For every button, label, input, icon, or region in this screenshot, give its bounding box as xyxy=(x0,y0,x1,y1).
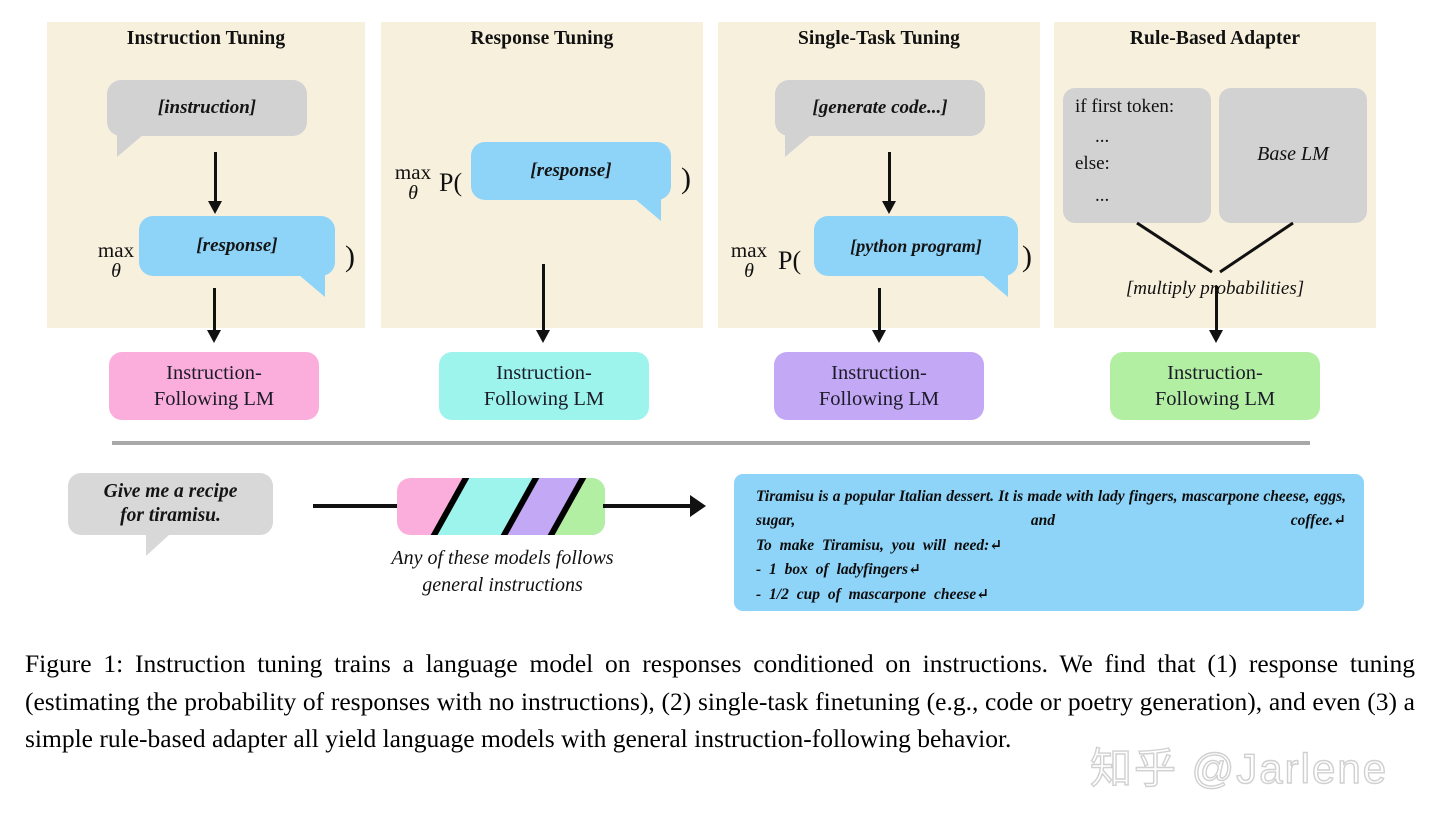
rule-code-box: if first token: ... else: ... xyxy=(1063,88,1211,223)
base-lm-label: Base LM xyxy=(1257,143,1329,165)
section-divider xyxy=(112,441,1310,445)
response-bubble: [response] xyxy=(471,142,671,221)
max-label: max xyxy=(97,238,135,262)
arrow-down-to-lm-2 xyxy=(871,288,887,344)
arrow-down-instruction-to-response xyxy=(207,152,223,214)
mixed-models-box xyxy=(397,478,605,535)
theta-label: θ xyxy=(744,260,754,282)
mix-caption-line2: general instructions xyxy=(422,574,583,596)
theta-label: θ xyxy=(408,182,418,204)
panel-instruction-tuning: Instruction Tuning [instruction] max θ P… xyxy=(47,22,365,328)
question-line2: for tiramisu. xyxy=(120,505,221,526)
theta-label: θ xyxy=(111,260,121,282)
rule-line-3: ... xyxy=(1095,185,1110,206)
rule-line-0: if first token: xyxy=(1075,96,1175,117)
flow-line-left xyxy=(313,504,401,508)
lm-box-line1: Instruction- xyxy=(166,361,262,384)
lm-box-line2: Following LM xyxy=(1154,388,1276,410)
arrow-down-to-lm-0 xyxy=(206,288,222,344)
lm-box-1: Instruction- Following LM xyxy=(439,352,649,420)
p-open-paren: P( xyxy=(439,168,463,197)
panel-title: Instruction Tuning xyxy=(126,28,286,49)
panel-title: Single-Task Tuning xyxy=(797,28,961,49)
base-lm-box: Base LM xyxy=(1219,88,1367,223)
figure-caption: Figure 1: Instruction tuning trains a la… xyxy=(25,649,1415,754)
arrow-down-instruction-to-response xyxy=(881,152,897,214)
merge-lines xyxy=(1136,221,1294,274)
max-label: max xyxy=(394,160,432,184)
max-label: max xyxy=(730,238,768,262)
lm-box-0: Instruction- Following LM xyxy=(109,352,319,420)
max-theta-label: max θ xyxy=(722,238,776,282)
response-bubble: [python program] xyxy=(814,216,1018,297)
rule-line-2: else: xyxy=(1075,153,1110,174)
panel-title: Response Tuning xyxy=(470,28,614,49)
panel-title: Rule-Based Adapter xyxy=(1129,28,1301,49)
question-line1: Give me a recipe xyxy=(103,480,238,502)
answer-line-1: To make Tiramisu, you will need:↵ xyxy=(756,536,1003,554)
p-close-paren: ) xyxy=(681,162,691,195)
lm-box-line2: Following LM xyxy=(818,388,940,410)
mix-caption: Any of these models follows general inst… xyxy=(360,545,645,599)
answer-line-3: - 1/2 cup of mascarpone cheese↵ xyxy=(756,585,990,603)
arrow-down-to-lm-1 xyxy=(535,264,551,344)
lm-box-line2: Following LM xyxy=(483,388,605,410)
p-close-paren: ) xyxy=(345,240,355,273)
lm-box-line1: Instruction- xyxy=(1167,361,1263,384)
max-theta-label: max θ xyxy=(89,238,143,282)
model-answer-box: Tiramisu is a popular Italian dessert. I… xyxy=(734,474,1364,611)
instruction-bubble: [generate code...] xyxy=(775,80,985,157)
lm-box-3: Instruction- Following LM xyxy=(1110,352,1320,420)
mixed-models-bands xyxy=(397,478,605,535)
response-bubble: [response] xyxy=(139,216,335,297)
flow-arrow-head xyxy=(690,495,706,517)
answer-line-2: - 1 box of ladyfingers↵ xyxy=(756,561,922,579)
lm-box-2: Instruction- Following LM xyxy=(774,352,984,420)
answer-line-0: Tiramisu is a popular Italian dessert. I… xyxy=(756,488,1346,530)
flow-line-right xyxy=(603,504,693,508)
lm-box-line1: Instruction- xyxy=(496,361,592,384)
max-theta-label: max θ xyxy=(386,160,440,204)
panel-rule-based-adapter: Rule-Based Adapter if first token: ... e… xyxy=(1054,22,1376,328)
p-close-paren: ) xyxy=(1022,240,1032,273)
lm-box-line1: Instruction- xyxy=(831,361,927,384)
mix-caption-line1: Any of these models follows xyxy=(391,547,614,569)
lm-box-line2: Following LM xyxy=(153,388,275,410)
p-open-paren: P( xyxy=(778,246,802,275)
panel-single-task-tuning: Single-Task Tuning [generate code...] ma… xyxy=(718,22,1040,328)
user-question-bubble: Give me a recipe for tiramisu. xyxy=(68,473,273,556)
rule-line-1: ... xyxy=(1095,126,1110,147)
instruction-bubble: [instruction] xyxy=(107,80,307,157)
arrow-down-to-lm-3 xyxy=(1208,286,1224,344)
